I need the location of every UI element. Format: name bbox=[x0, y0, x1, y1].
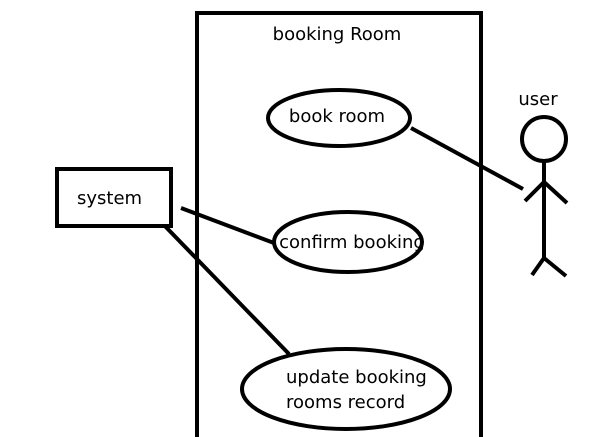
use-case-confirm-booking: confirm booking bbox=[272, 210, 425, 274]
stick-figure-right-leg bbox=[542, 256, 568, 278]
use-case-book-room: book room bbox=[266, 88, 412, 148]
stick-figure-icon bbox=[520, 115, 569, 278]
use-case-update-records-ellipse bbox=[240, 347, 452, 431]
use-case-confirm-booking-label: confirm booking bbox=[279, 232, 425, 253]
use-case-update-records-label-line2: rooms record bbox=[286, 392, 405, 413]
use-case-book-room-ellipse bbox=[266, 88, 412, 148]
association-system-update-records bbox=[159, 220, 291, 356]
actor-system-label: system bbox=[77, 188, 142, 209]
actor-system-box bbox=[55, 167, 173, 228]
stick-figure-head bbox=[520, 115, 568, 163]
use-case-update-records: update booking rooms record bbox=[240, 347, 452, 431]
stick-figure-left-arm bbox=[523, 180, 546, 203]
actor-system: system bbox=[55, 167, 173, 228]
system-boundary: booking Room bbox=[195, 11, 483, 437]
stick-figure-right-arm bbox=[542, 180, 569, 205]
stick-figure-left-leg bbox=[530, 256, 546, 277]
system-boundary-frame bbox=[195, 11, 483, 437]
actor-user-label: user bbox=[518, 89, 558, 110]
use-case-confirm-booking-ellipse bbox=[272, 210, 424, 274]
use-case-update-records-label-line1: update booking bbox=[286, 367, 427, 388]
system-boundary-title: booking Room bbox=[273, 24, 402, 45]
association-user-book-room bbox=[410, 126, 524, 191]
use-case-book-room-label: book room bbox=[289, 106, 385, 127]
association-system-confirm-booking bbox=[180, 206, 275, 245]
actor-user: user bbox=[518, 89, 569, 278]
